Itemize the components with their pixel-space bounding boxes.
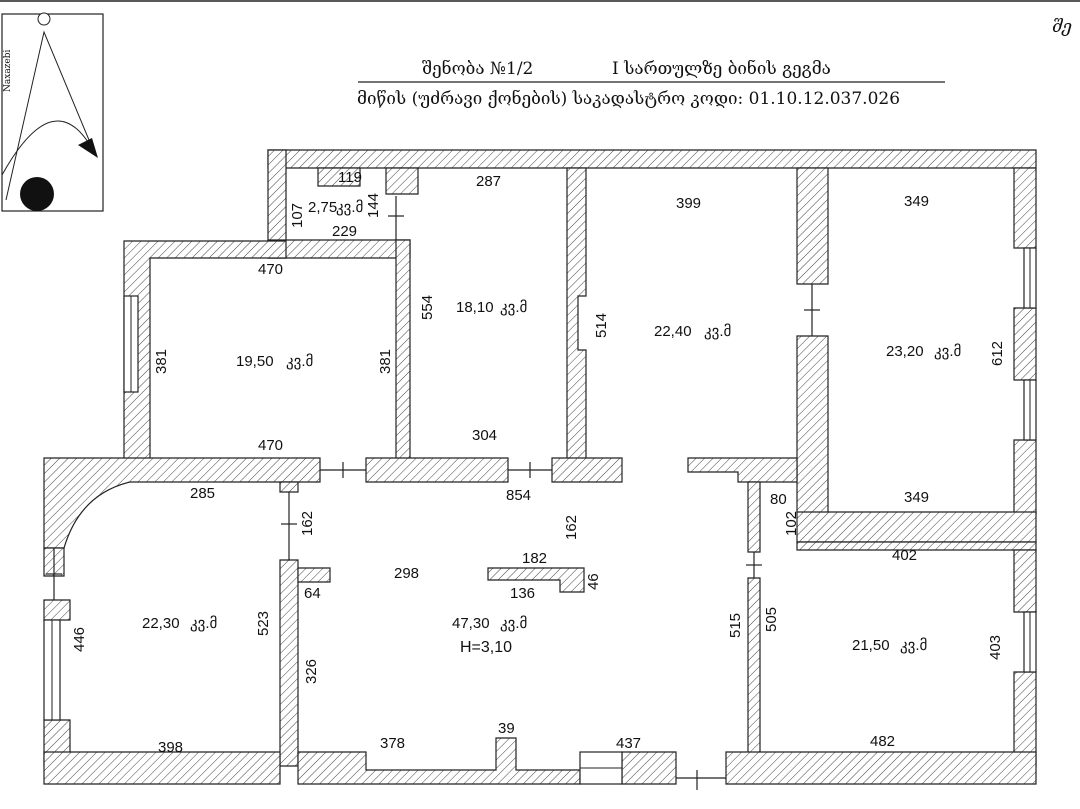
- dimension-label: 612: [989, 341, 1006, 366]
- cadastral-subtitle: მიწის (უძრავი ქონების) საკადასტრო კოდი: …: [357, 89, 900, 109]
- area-unit-hall: კვ.მ: [500, 615, 527, 632]
- dimension-label: 446: [71, 627, 88, 652]
- area-label-room-22-30: 22,30: [142, 615, 180, 632]
- area-unit-room-23-20: კვ.მ: [934, 343, 961, 360]
- dimension-label: 505: [763, 607, 780, 632]
- ceiling-height-label: H=3,10: [460, 639, 512, 656]
- area-label-room-23-20: 23,20: [886, 343, 924, 360]
- dimension-label: 162: [563, 515, 580, 540]
- area-label-small-room: 2,75: [308, 199, 337, 216]
- dimension-label: 399: [676, 195, 701, 212]
- area-unit-room-22-40: კვ.მ: [704, 323, 731, 340]
- dimension-label: 381: [153, 349, 170, 374]
- walls: [43, 149, 1037, 785]
- dimension-label: 378: [380, 735, 405, 752]
- dimension-label: 136: [510, 585, 535, 602]
- area-unit-room-21-50: კვ.მ: [900, 637, 927, 654]
- dimension-label: 285: [190, 485, 215, 502]
- dimension-label: 298: [394, 565, 419, 582]
- dimension-label: 287: [476, 173, 501, 190]
- doors: [46, 196, 820, 790]
- dimension-label: 470: [258, 437, 283, 454]
- dimension-label: 854: [506, 487, 531, 504]
- area-unit-room-18: კვ.მ: [500, 299, 527, 316]
- dimension-label: 102: [783, 511, 800, 536]
- dimension-label: 349: [904, 193, 929, 210]
- dimension-label: 514: [593, 313, 610, 338]
- area-label-room-18: 18,10: [456, 299, 494, 316]
- dimension-label: 437: [616, 735, 641, 752]
- dimension-label: 402: [892, 547, 917, 564]
- windows: [43, 247, 1037, 785]
- dimension-label: 182: [522, 550, 547, 567]
- plan-title-left: შენობა №1/2: [422, 59, 533, 79]
- area-label-hall: 47,30: [452, 615, 490, 632]
- area-label-room-22-40: 22,40: [654, 323, 692, 340]
- area-label-room-19-50: 19,50: [236, 353, 274, 370]
- dimension-label: 482: [870, 733, 895, 750]
- dimension-label: 554: [419, 295, 436, 320]
- dimension-label: 46: [585, 573, 602, 590]
- dimension-label: 80: [770, 491, 787, 508]
- dimension-label: 381: [377, 349, 394, 374]
- dimension-label: 326: [303, 659, 320, 684]
- dimension-label: 304: [472, 427, 497, 444]
- area-unit-room-19-50: კვ.მ: [286, 353, 313, 370]
- dimension-label: 39: [498, 720, 515, 737]
- area-label-room-21-50: 21,50: [852, 637, 890, 654]
- corner-text: შე: [1052, 17, 1072, 37]
- plan-title-right: I სართულზე ბინის გეგმა: [612, 59, 831, 79]
- dimension-label: 349: [904, 489, 929, 506]
- dimension-label: 515: [727, 613, 744, 638]
- dimension-label: 119: [338, 169, 362, 186]
- dimension-label: 107: [289, 203, 306, 228]
- area-unit-small-room: კვ.მ: [336, 199, 363, 216]
- logo-text: Naxazebi: [3, 49, 13, 92]
- dimension-label: 144: [365, 193, 382, 218]
- dimension-label: 398: [158, 739, 183, 756]
- area-unit-room-22-30: კვ.მ: [190, 615, 217, 632]
- logo: Naxazebi: [1, 12, 104, 212]
- dimension-label: 64: [304, 585, 321, 602]
- dimension-label: 403: [987, 635, 1004, 660]
- dimension-label: 470: [258, 261, 283, 278]
- dimension-label: 523: [255, 611, 272, 636]
- dimension-label: 162: [299, 511, 316, 536]
- dimension-label: 229: [332, 223, 357, 240]
